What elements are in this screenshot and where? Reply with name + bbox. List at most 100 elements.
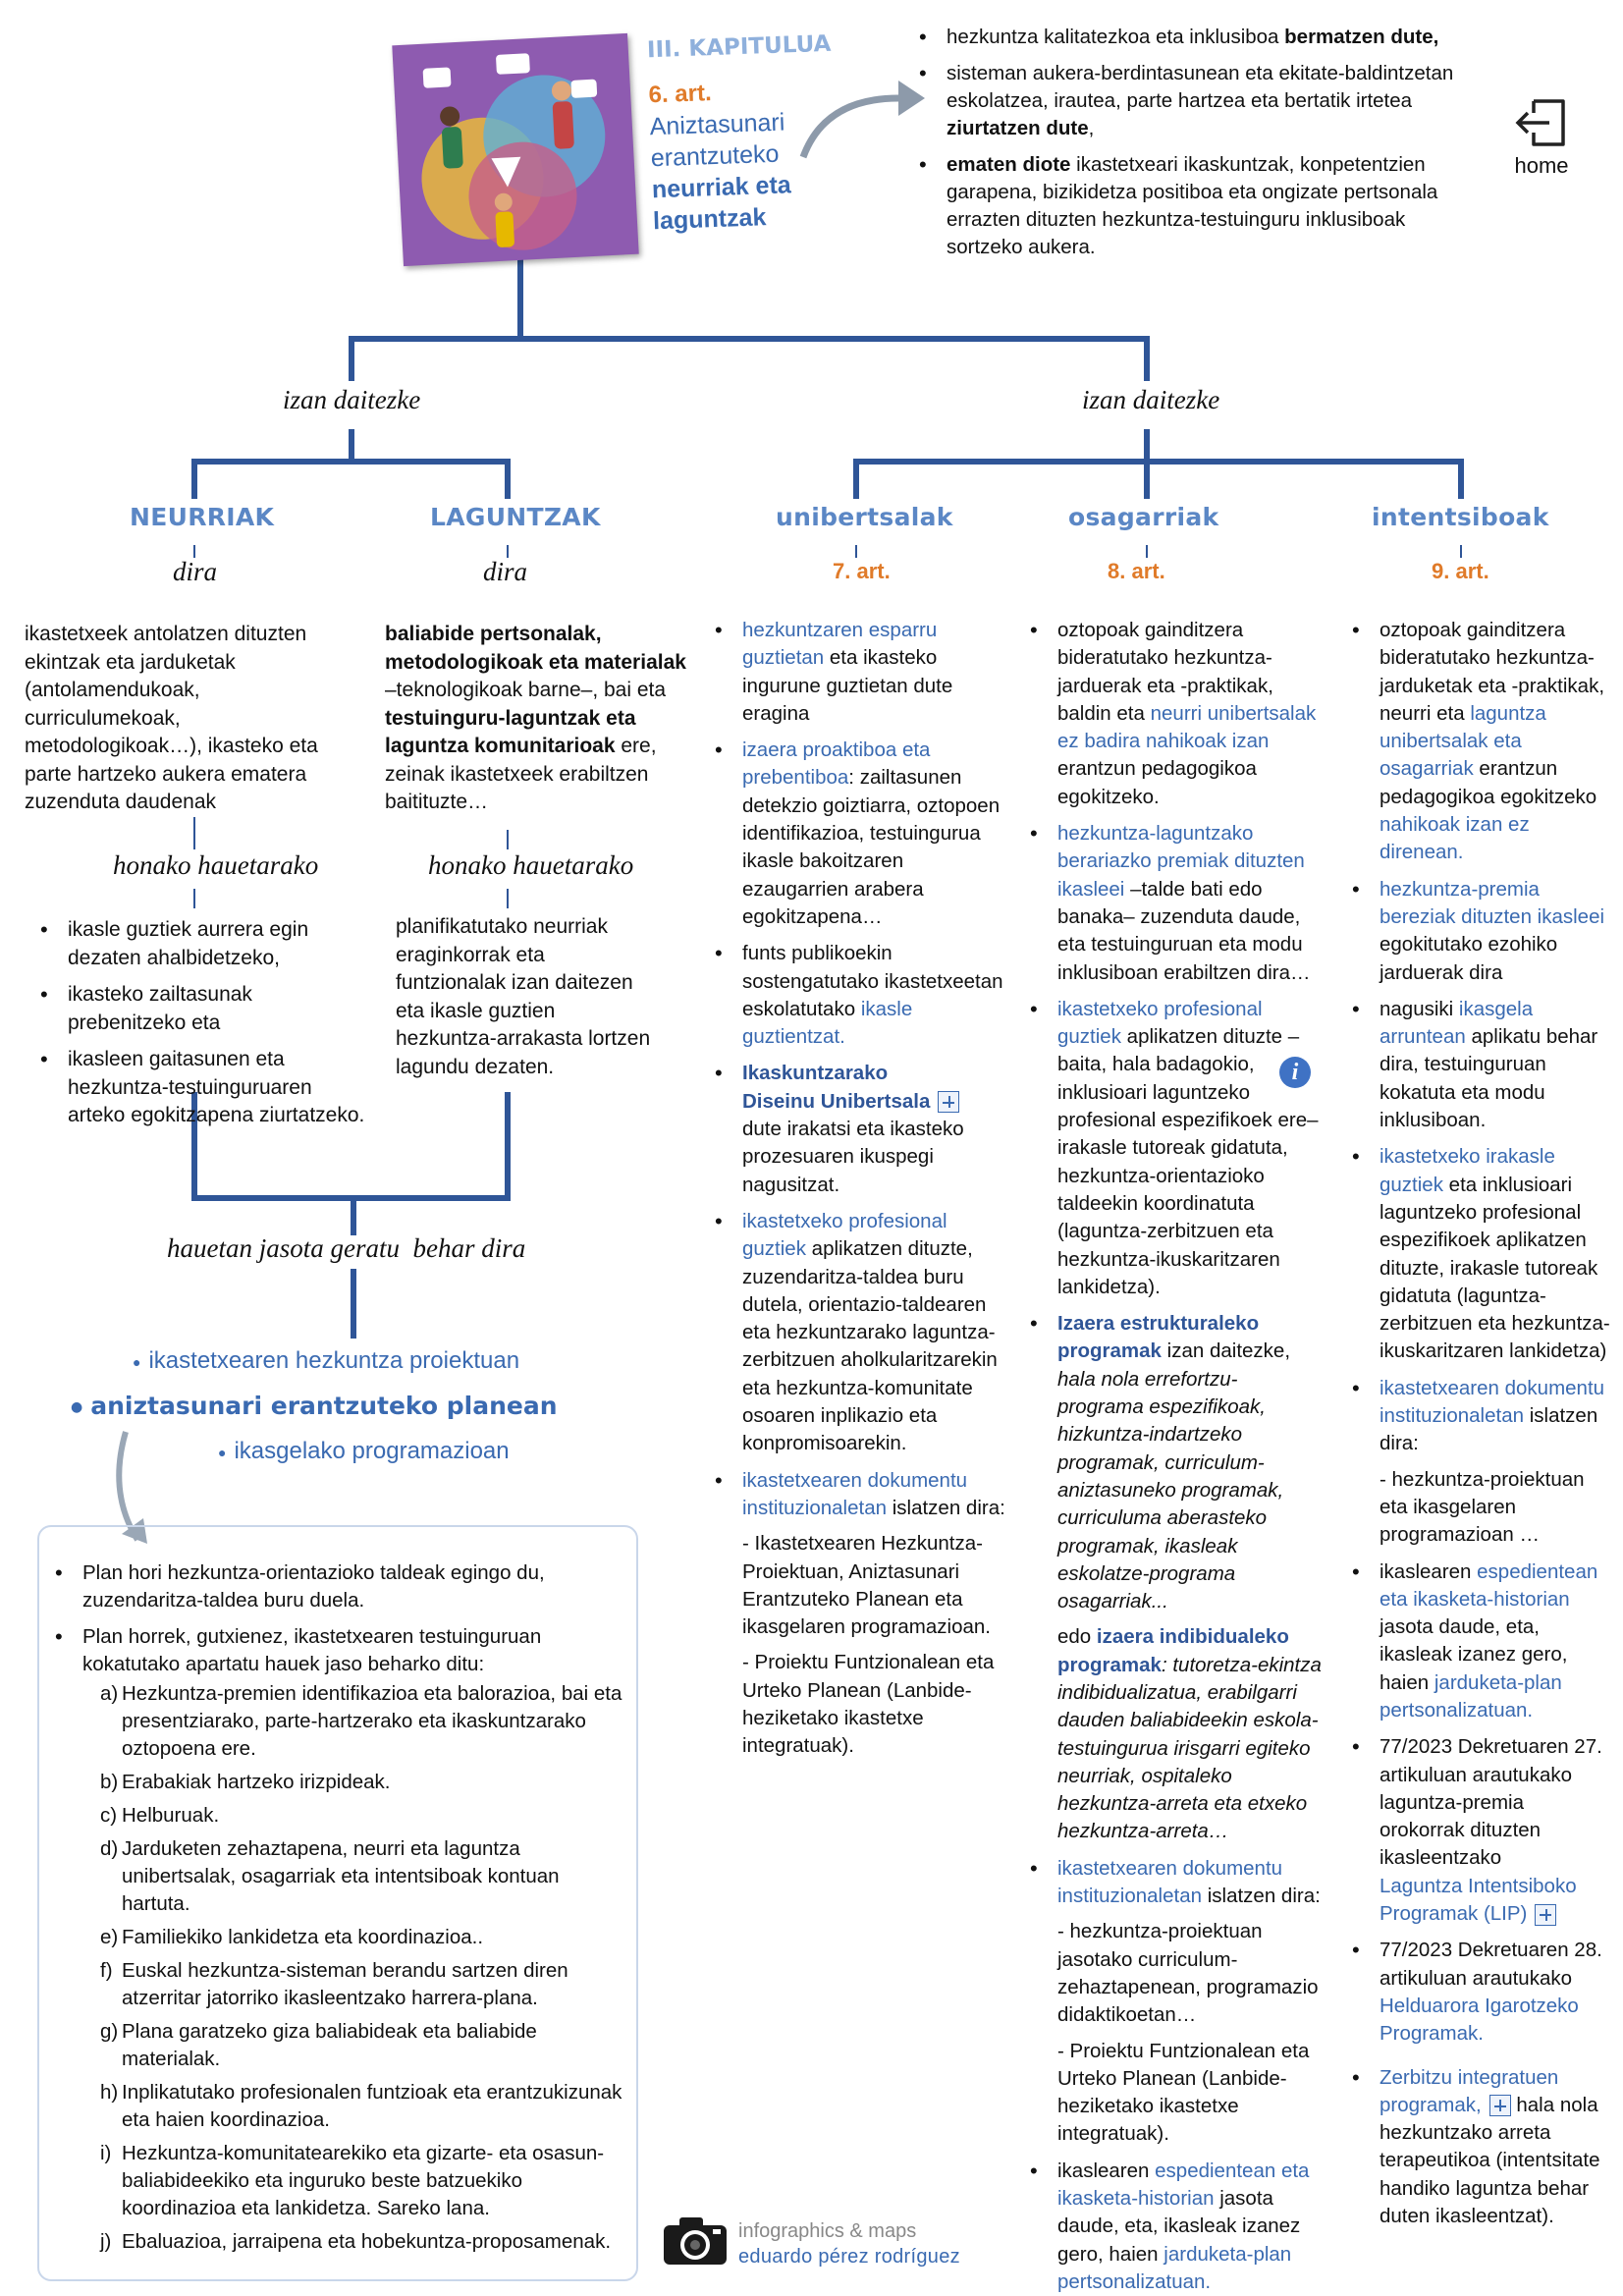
- doc-paragraph: - hezkuntza-proiektuan jasotako curricul…: [1057, 1920, 1319, 2027]
- osagarriak-list: oztopoak gainditzera bideratutako hezkun…: [1024, 617, 1324, 2296]
- expand-plus-icon[interactable]: [1535, 1903, 1557, 1926]
- people-illustration: [421, 53, 606, 250]
- link[interactable]: neurri unibertsalak ez badira nahikoak i…: [1057, 701, 1317, 753]
- link[interactable]: Izaera estrukturaleko programak: [1057, 1312, 1260, 1363]
- unibertsalak-item: ikastetxeko profesional guztiek aplikatz…: [709, 1208, 1008, 1458]
- category-unibertsalak[interactable]: unibertsalak: [776, 503, 953, 531]
- intentsiboak-item: ikastetxearen dokumentu instituzionaleta…: [1346, 1375, 1613, 1550]
- intro-bullet: sisteman aukera-berdintasunean eta ekita…: [913, 60, 1463, 142]
- purpose-item: ikasteko zailtasunak prebenitzeko eta: [34, 981, 368, 1037]
- link[interactable]: izaera indibidualeko programak: [1057, 1625, 1289, 1676]
- link[interactable]: ikastetxearen dokumentu instituzionaleta…: [742, 1468, 968, 1519]
- category-laguntzak[interactable]: LAGUNTZAK: [430, 503, 601, 531]
- connector-label-right: izan daitezke: [1082, 385, 1220, 414]
- plan-item: a)Hezkuntza-premien identifikazioa eta b…: [100, 1682, 622, 1760]
- doc-paragraph: - hezkuntza-proiektuan eta ikasgelaren p…: [1380, 1467, 1585, 1547]
- link[interactable]: hezkuntzaren esparru guztietan: [742, 619, 938, 670]
- link[interactable]: espedientean eta ikasketa-historian: [1057, 2159, 1310, 2211]
- intentsiboak-item: ikaslearen espedientean eta ikasketa-his…: [1346, 1558, 1613, 1725]
- link[interactable]: jarduketa-plan pertsonalizatuan.: [1380, 1670, 1562, 1722]
- doc-paragraph: - Ikastetxearen Hezkuntza-Proiektuan, An…: [742, 1532, 991, 1639]
- neurriak-definition: ikastetxeek antolatzen dituzten ekintzak…: [25, 623, 318, 813]
- connector-label-left: izan daitezke: [283, 385, 421, 414]
- link[interactable]: ikasgela arruntean: [1380, 997, 1534, 1049]
- home-button[interactable]: home: [1502, 93, 1581, 182]
- info-icon[interactable]: i: [1279, 1056, 1311, 1088]
- article-8: 8. art.: [1108, 559, 1165, 583]
- intentsiboak-item: nagusiki ikasgela arruntean aplikatu beh…: [1346, 996, 1613, 1134]
- link[interactable]: ikastetxeko profesional guztiek: [1057, 997, 1263, 1049]
- link[interactable]: hezkuntza-premia bereziak dituzten ikasl…: [1380, 877, 1605, 928]
- purpose-item: ikasle guztiek aurrera egin dezaten ahal…: [34, 916, 368, 972]
- link[interactable]: ikastetxeko irakasle guztiek: [1380, 1145, 1555, 1196]
- plan-item: g)Plana garatzeko giza baliabideak eta b…: [100, 2020, 537, 2070]
- purpose-item: ikasleen gaitasunen eta hezkuntza-testui…: [34, 1046, 368, 1130]
- category-neurriak[interactable]: NEURRIAK: [130, 503, 275, 531]
- honako-label-laguntzak: honako hauetarako: [428, 850, 634, 880]
- plan-item: f)Euskal hezkuntza-sisteman berandu sart…: [100, 1959, 568, 2009]
- laguntzak-definition: baliabide pertsonalak, metodologikoak et…: [385, 623, 686, 813]
- category-osagarriak[interactable]: osagarriak: [1068, 503, 1219, 531]
- osagarriak-item: oztopoak gainditzera bideratutako hezkun…: [1024, 617, 1324, 811]
- footer-line2: eduardo pérez rodríguez: [738, 2246, 960, 2268]
- intro-bullet: ematen diote ikastetxeari ikaskuntzak, k…: [913, 151, 1463, 261]
- article-7: 7. art.: [833, 559, 891, 583]
- intentsiboak-item: Zerbitzu integratuen programak, hala nol…: [1346, 2064, 1613, 2231]
- intentsiboak-item: 77/2023 Dekretuaren 28. artikuluan araut…: [1346, 1937, 1613, 2048]
- link[interactable]: jarduketa-plan pertsonalizatuan.: [1057, 2242, 1292, 2293]
- plan-item: c)Helburuak.: [100, 1804, 220, 1827]
- dira-label-neurriak: dira: [173, 557, 218, 586]
- honako-label-neurriak: honako hauetarako: [113, 850, 319, 880]
- home-exit-icon: [1515, 99, 1565, 146]
- laguntzak-purpose: planifikatutako neurriak eraginkorrak et…: [396, 915, 651, 1078]
- footer-line1: infographics & maps: [738, 2220, 917, 2242]
- doc-paragraph: - Proiektu Funtzionalean eta Urteko Plan…: [742, 1651, 995, 1758]
- plan-item: b)Erabakiak hartzeko irizpideak.: [100, 1771, 391, 1793]
- osagarriak-item: ikastetxearen dokumentu instituzionaleta…: [1024, 1855, 1324, 2149]
- doc-aniztasun-plana[interactable]: ●aniztasunari erantzuteko planean: [71, 1392, 558, 1420]
- dira-label-laguntzak: dira: [483, 557, 528, 586]
- category-intentsiboak[interactable]: intentsiboak: [1372, 503, 1549, 531]
- plan-list: Plan hori hezkuntza-orientazioko taldeak…: [49, 1559, 623, 2265]
- link[interactable]: ikastetxeko profesional guztiek: [742, 1209, 947, 1261]
- link[interactable]: izaera proaktiboa eta prebentiboa: [742, 738, 931, 790]
- unibertsalak-item: ikastetxearen dokumentu instituzionaleta…: [709, 1467, 1008, 1761]
- link[interactable]: Ikaskuntzarako: [742, 1062, 889, 1085]
- osagarriak-item: hezkuntza-laguntzako berariazko premiak …: [1024, 820, 1324, 987]
- intentsiboak-item: hezkuntza-premia bereziak dituzten ikasl…: [1346, 876, 1613, 987]
- expand-plus-icon[interactable]: [1488, 2095, 1511, 2117]
- osagarriak-item: Izaera estrukturaleko programak izan dai…: [1024, 1310, 1324, 1846]
- link[interactable]: espedientean eta ikasketa-historian: [1380, 1559, 1598, 1611]
- link[interactable]: nahikoak izan ez direnean.: [1380, 813, 1530, 864]
- unibertsalak-item: hezkuntzaren esparru guztietan eta ikast…: [709, 617, 1008, 728]
- doc-hezkuntza-proiektua[interactable]: ●ikastetxearen hezkuntza proiektuan: [133, 1347, 520, 1374]
- link[interactable]: hezkuntza-laguntzako berariazko premiak …: [1057, 822, 1305, 901]
- link[interactable]: Zerbitzu integratuen programak,: [1380, 2065, 1559, 2116]
- intentsiboak-item: 77/2023 Dekretuaren 27. artikuluan araut…: [1346, 1733, 1613, 1928]
- link[interactable]: Laguntza Intentsiboko Programak (LIP): [1380, 1874, 1577, 1926]
- doc-paragraph: - Proiektu Funtzionalean eta Urteko Plan…: [1057, 2039, 1310, 2146]
- home-label: home: [1514, 153, 1569, 178]
- intro-bullet-list: hezkuntza kalitatezkoa eta inklusiboa be…: [913, 24, 1463, 270]
- intentsiboak-item: oztopoak gainditzera bideratutako hezkun…: [1346, 617, 1613, 867]
- intentsiboak-item: ikastetxeko irakasle guztiek eta inklusi…: [1346, 1143, 1613, 1365]
- link[interactable]: laguntza unibertsalak eta osagarriak: [1380, 701, 1546, 781]
- unibertsalak-item: izaera proaktiboa eta prebentiboa: zailt…: [709, 737, 1008, 931]
- link[interactable]: ikastetxearen dokumentu instituzionaleta…: [1057, 1856, 1283, 1908]
- unibertsalak-list: hezkuntzaren esparru guztietan eta ikast…: [709, 617, 1008, 1770]
- title-line4: laguntzak: [652, 203, 767, 236]
- plan-item: e)Familiekiko lankidetza eta koordinazio…: [100, 1926, 484, 1948]
- link[interactable]: ikastetxearen dokumentu instituzionaleta…: [1380, 1376, 1605, 1428]
- link[interactable]: Diseinu Unibertsala: [742, 1089, 931, 1113]
- plan-bullet: Plan horrek, gutxienez, ikastetxearen te…: [49, 1623, 623, 2256]
- link[interactable]: Helduarora Igarotzeko Programak.: [1380, 1994, 1579, 2046]
- expand-plus-icon[interactable]: [938, 1091, 960, 1114]
- doc-ikasgela-programazioa[interactable]: ●ikasgelako programazioan: [218, 1438, 510, 1464]
- unibertsalak-item: funts publikoekin sostengatutako ikastet…: [709, 940, 1008, 1051]
- article-9: 9. art.: [1432, 559, 1489, 583]
- link[interactable]: ikasle guztientzat.: [742, 997, 913, 1049]
- osagarriak-item: ikaslearen espedientean eta ikasketa-his…: [1024, 2158, 1324, 2296]
- chapter-label: III. KAPITULUA: [646, 30, 832, 64]
